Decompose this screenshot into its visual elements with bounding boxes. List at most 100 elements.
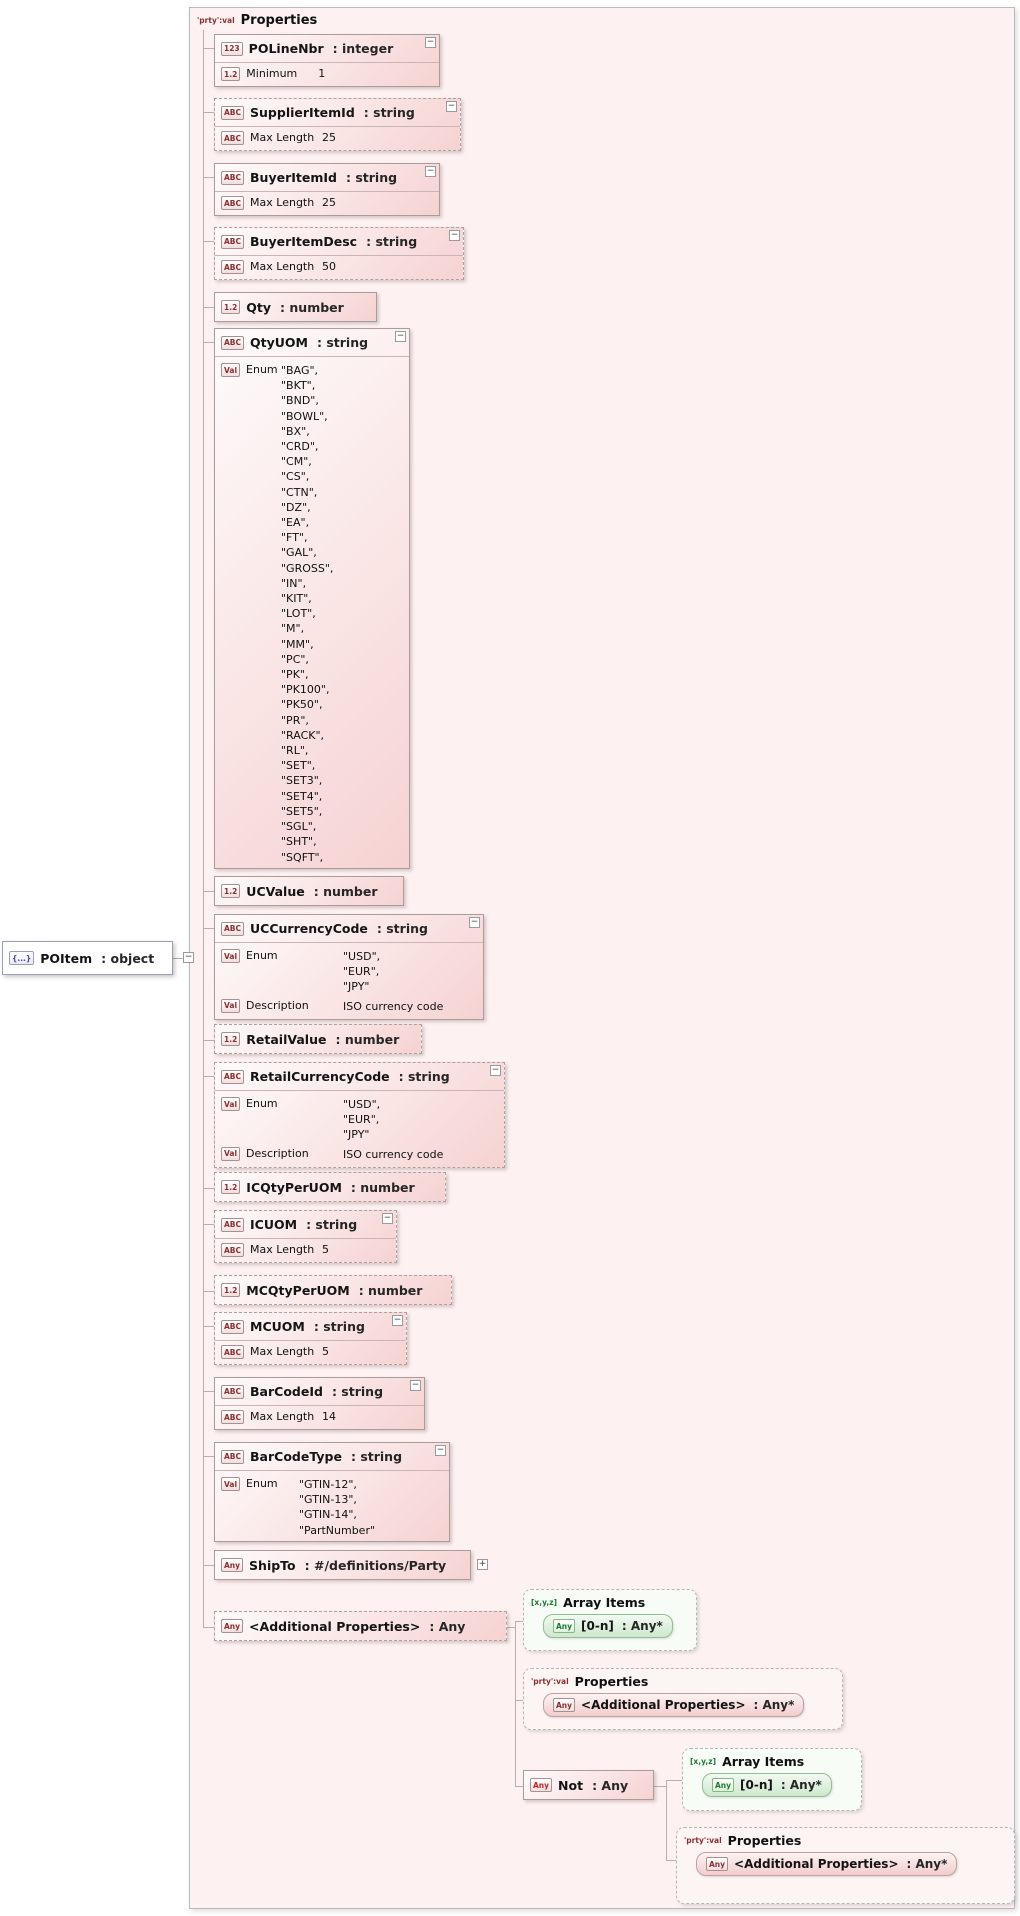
- property-type: : number: [350, 1179, 415, 1195]
- string-type-icon: ABC: [221, 105, 245, 120]
- node-header[interactable]: ABC ICUOM : string −: [215, 1211, 396, 1239]
- node-header[interactable]: ABC BuyerItemId : string −: [215, 164, 439, 192]
- node-header[interactable]: 1.2 MCQtyPerUOM : number: [215, 1276, 451, 1304]
- property-name: RetailValue: [246, 1031, 327, 1047]
- facet-row: 1.2 Minimum 1: [215, 63, 439, 86]
- property-node-icuom[interactable]: ABC ICUOM : string − ABC Max Length 5: [214, 1210, 397, 1263]
- property-node-mcuom[interactable]: ABC MCUOM : string − ABC Max Length 5: [214, 1312, 407, 1365]
- property-node-icqtyperuom[interactable]: 1.2 ICQtyPerUOM : number: [214, 1172, 446, 1202]
- number-type-icon: 1.2: [221, 1032, 241, 1046]
- collapse-toggle[interactable]: −: [395, 331, 406, 342]
- property-node-uccurrencycode[interactable]: ABC UCCurrencyCode : string − Val Enum "…: [214, 914, 484, 1020]
- not-node[interactable]: Any Not : Any: [523, 1770, 654, 1800]
- property-node-additional-properties[interactable]: Any <Additional Properties> : Any: [214, 1611, 507, 1641]
- node-header[interactable]: 1.2 ICQtyPerUOM : number: [215, 1173, 445, 1201]
- collapse-toggle[interactable]: −: [425, 37, 436, 48]
- array-items-node[interactable]: [x,y,z] Array Items Any [0-n] : Any*: [682, 1748, 862, 1811]
- property-type: : number: [358, 1282, 423, 1298]
- node-header[interactable]: ABC SupplierItemId : string −: [215, 99, 460, 127]
- node-header[interactable]: Any <Additional Properties> : Any: [215, 1612, 506, 1640]
- property-node-shipto[interactable]: Any ShipTo : #/definitions/Party: [214, 1550, 471, 1580]
- array-items-node[interactable]: [x,y,z] Array Items Any [0-n] : Any*: [523, 1589, 697, 1651]
- additional-properties-item-node[interactable]: Any <Additional Properties> : Any*: [696, 1852, 958, 1876]
- collapse-toggle[interactable]: −: [382, 1213, 393, 1224]
- node-header[interactable]: ABC BarCodeType : string −: [215, 1443, 449, 1471]
- property-node-supplieritemid[interactable]: ABC SupplierItemId : string − ABC Max Le…: [214, 98, 461, 151]
- node-header[interactable]: ABC QtyUOM : string −: [215, 329, 409, 357]
- node-header[interactable]: 1.2 RetailValue : number: [215, 1025, 421, 1053]
- property-node-qtyuom[interactable]: ABC QtyUOM : string − Val Enum "BAG", "B…: [214, 328, 410, 869]
- constraint-icon: Val: [221, 1097, 241, 1111]
- array-item-node[interactable]: Any [0-n] : Any*: [543, 1614, 673, 1638]
- root-node-poitem[interactable]: {...} POItem : object: [2, 941, 173, 975]
- description-row: Val Description ISO currency code: [215, 1146, 504, 1167]
- constraint-icon: Val: [221, 363, 241, 377]
- node-header[interactable]: Any Not : Any: [524, 1771, 653, 1799]
- node-header[interactable]: Any ShipTo : #/definitions/Party: [215, 1551, 470, 1579]
- collapse-toggle[interactable]: −: [490, 1065, 501, 1076]
- property-node-retailvalue[interactable]: 1.2 RetailValue : number: [214, 1024, 422, 1054]
- property-node-barcodeid[interactable]: ABC BarCodeId : string − ABC Max Length …: [214, 1377, 425, 1430]
- facet-value: 14: [322, 1410, 337, 1423]
- connector-line: [203, 1565, 214, 1566]
- collapse-toggle[interactable]: −: [446, 101, 457, 112]
- connector-line: [203, 241, 214, 242]
- property-name: UCValue: [246, 883, 305, 899]
- property-type: : Any: [429, 1618, 466, 1634]
- property-type: : string: [306, 1217, 358, 1232]
- property-node-retailcurrencycode[interactable]: ABC RetailCurrencyCode : string − Val En…: [214, 1062, 505, 1168]
- connector-line: [666, 1780, 682, 1781]
- property-node-barcodetype[interactable]: ABC BarCodeType : string − Val Enum "GTI…: [214, 1442, 450, 1542]
- property-node-ucvalue[interactable]: 1.2 UCValue : number: [214, 876, 404, 906]
- property-node-qty[interactable]: 1.2 Qty : number: [214, 292, 377, 322]
- property-name: BarCodeId: [250, 1384, 323, 1399]
- node-header[interactable]: ABC BarCodeId : string −: [215, 1378, 424, 1406]
- collapse-toggle[interactable]: −: [410, 1380, 421, 1391]
- properties-subnode[interactable]: 'prty':val Properties Any <Additional Pr…: [523, 1668, 843, 1730]
- collapse-toggle[interactable]: −: [392, 1315, 403, 1326]
- collapse-toggle[interactable]: −: [435, 1445, 446, 1456]
- item-name: [0-n]: [581, 1619, 614, 1633]
- description-value: ISO currency code: [343, 1147, 444, 1161]
- node-header[interactable]: ABC RetailCurrencyCode : string −: [215, 1063, 504, 1091]
- collapse-toggle[interactable]: −: [425, 166, 436, 177]
- facet-row: ABC Max Length 5: [215, 1341, 406, 1364]
- node-header[interactable]: 1.2 UCValue : number: [215, 877, 403, 905]
- string-type-icon: ABC: [221, 1449, 245, 1464]
- enum-row: Val Enum "USD", "EUR", "JPY": [215, 943, 483, 998]
- property-node-polinenbr[interactable]: 123 POLineNbr : integer − 1.2 Minimum 1: [214, 34, 440, 87]
- constraint-icon: Val: [221, 949, 241, 963]
- node-header[interactable]: 1.2 Qty : number: [215, 293, 376, 321]
- node-header[interactable]: 123 POLineNbr : integer −: [215, 35, 439, 63]
- expand-toggle-shipto[interactable]: +: [477, 1559, 488, 1570]
- property-type: : string: [345, 170, 398, 185]
- number-facet-icon: 1.2: [221, 67, 241, 81]
- property-node-mcqtyperuom[interactable]: 1.2 MCQtyPerUOM : number: [214, 1275, 452, 1305]
- property-type: : integer: [332, 41, 394, 56]
- connector-line: [203, 1627, 214, 1628]
- additional-properties-item-node[interactable]: Any <Additional Properties> : Any*: [543, 1693, 805, 1717]
- property-node-buyeritemid[interactable]: ABC BuyerItemId : string − ABC Max Lengt…: [214, 163, 440, 216]
- enum-row: Val Enum "GTIN-12", "GTIN-13", "GTIN-14"…: [215, 1471, 449, 1541]
- property-node-buyeritemdesc[interactable]: ABC BuyerItemDesc : string − ABC Max Len…: [214, 227, 464, 280]
- connector-line: [203, 1391, 214, 1392]
- connector-line: [515, 1621, 516, 1787]
- node-header[interactable]: ABC UCCurrencyCode : string −: [215, 915, 483, 943]
- number-type-icon: 1.2: [221, 300, 241, 314]
- connector-line: [203, 928, 214, 929]
- properties-icon: 'prty':val: [197, 15, 235, 25]
- subnode-header: 'prty':val Properties: [684, 1833, 1007, 1848]
- node-header[interactable]: ABC MCUOM : string −: [215, 1313, 406, 1341]
- collapse-toggle[interactable]: −: [449, 230, 460, 241]
- string-type-icon: ABC: [221, 1069, 245, 1084]
- enum-row: Val Enum "BAG", "BKT", "BND", "BOWL", "B…: [215, 357, 409, 868]
- node-header[interactable]: ABC BuyerItemDesc : string −: [215, 228, 463, 256]
- any-type-icon: Any: [221, 1619, 244, 1633]
- container-collapse-toggle[interactable]: −: [183, 952, 194, 963]
- properties-subnode[interactable]: 'prty':val Properties Any <Additional Pr…: [676, 1827, 1015, 1904]
- collapse-toggle[interactable]: −: [469, 917, 480, 928]
- array-item-node[interactable]: Any [0-n] : Any*: [702, 1773, 832, 1797]
- enum-label: Enum: [246, 363, 278, 376]
- item-name: <Additional Properties>: [581, 1698, 746, 1712]
